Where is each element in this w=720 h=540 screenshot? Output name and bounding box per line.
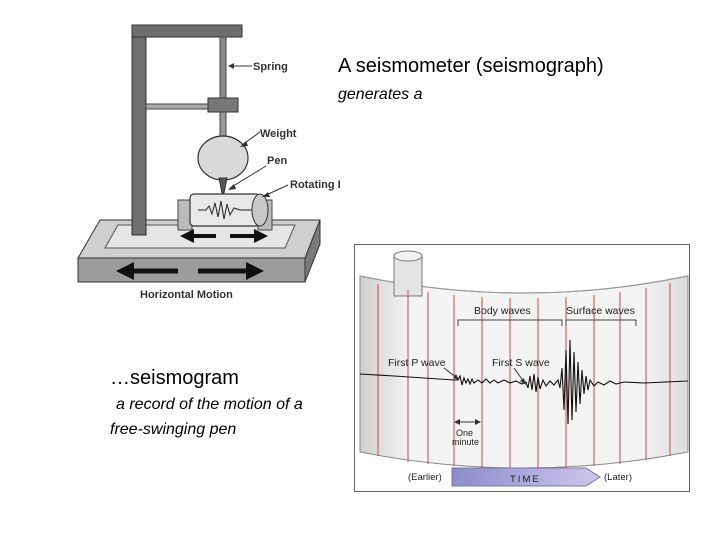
label-horizontal-motion: Horizontal Motion xyxy=(140,289,233,301)
motion-arrows xyxy=(116,262,264,280)
s-wave-arrow xyxy=(513,367,526,385)
one-minute-arrow xyxy=(454,419,481,425)
weight-ball xyxy=(197,135,249,181)
label-spring: Spring xyxy=(253,61,288,73)
pen xyxy=(218,177,228,199)
time-arrow xyxy=(451,467,601,487)
base-side xyxy=(304,219,321,283)
frame-post xyxy=(131,24,147,236)
label-first-s-wave: First S wave xyxy=(492,357,550,369)
wave-brackets xyxy=(457,319,637,326)
base-front xyxy=(77,257,306,283)
drum-end xyxy=(251,193,269,227)
seismogram-diagram: Body waves Surface waves First P wave Fi… xyxy=(354,244,690,492)
label-one: One xyxy=(456,428,473,438)
caption-line-2: a record of the motion of a xyxy=(116,396,303,413)
p-wave-arrow xyxy=(443,367,459,380)
drum-arrows xyxy=(180,229,268,243)
leader-lines xyxy=(228,63,289,197)
caption-line-1: …seismogram xyxy=(110,367,239,389)
drum-trace xyxy=(198,200,252,220)
label-body-waves: Body waves xyxy=(474,305,531,317)
hanging-rod xyxy=(219,36,227,108)
label-earlier: (Earlier) xyxy=(408,472,442,483)
paper-roll-top xyxy=(393,250,423,262)
seismometer-diagram: Spring Weight Pen Rotating Drum Horizont… xyxy=(77,24,340,301)
paper-roll xyxy=(393,255,423,297)
clamp xyxy=(207,97,239,113)
weight-stem xyxy=(219,111,227,139)
label-pen: Pen xyxy=(267,155,287,167)
label-minute: minute xyxy=(452,437,479,447)
label-later: (Later) xyxy=(604,472,632,483)
heading-line-1: A seismometer (seismograph) xyxy=(338,55,604,77)
label-weight: Weight xyxy=(260,128,297,140)
caption-line-3: free-swinging pen xyxy=(110,421,237,438)
label-rotating-drum: Rotating Drum xyxy=(290,179,340,191)
label-first-p-wave: First P wave xyxy=(388,357,446,369)
seismogram-trace xyxy=(359,339,689,425)
frame-top-bar xyxy=(131,24,243,38)
heading-line-2: generates a xyxy=(338,86,423,103)
label-surface-waves: Surface waves xyxy=(566,305,635,317)
label-time: TIME xyxy=(510,474,541,485)
